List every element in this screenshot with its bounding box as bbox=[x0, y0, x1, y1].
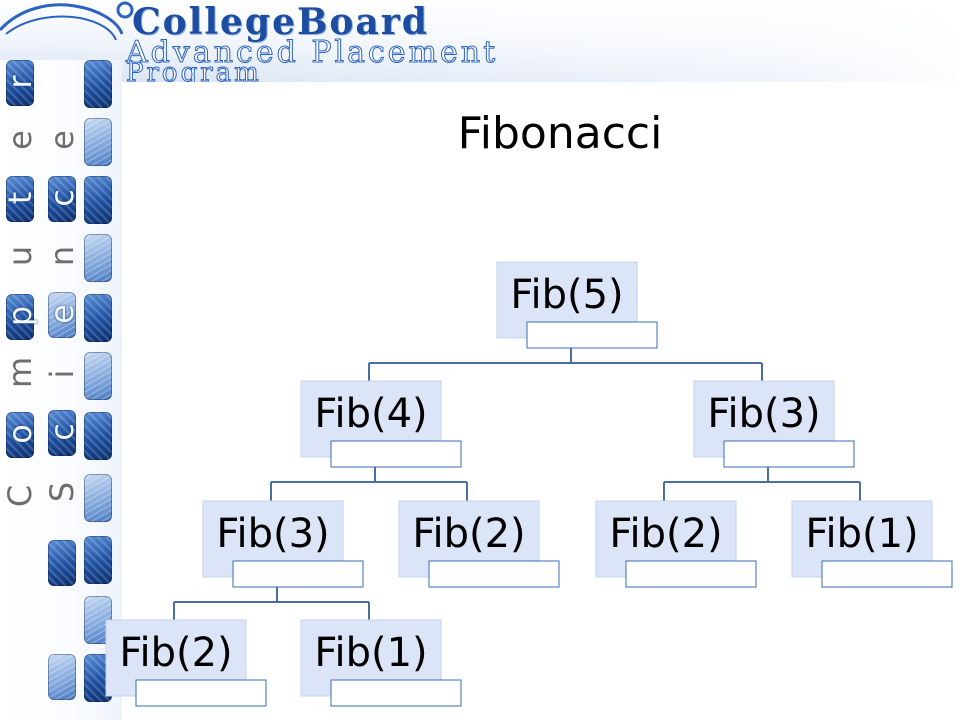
tree-node-sub-box bbox=[723, 440, 855, 468]
tree-node-sub-box bbox=[135, 679, 267, 707]
brand-name: CollegeBoard bbox=[132, 1, 429, 43]
sidebar-tile bbox=[84, 536, 112, 584]
tree-node: Fib(4) bbox=[300, 380, 462, 468]
sidebar-tile bbox=[84, 176, 112, 224]
sidebar-tile bbox=[6, 294, 34, 340]
tree-node-label: Fib(2) bbox=[412, 511, 525, 557]
tree-node-sub-box bbox=[428, 560, 560, 588]
tree-connectors bbox=[173, 346, 861, 620]
sidebar-tile bbox=[48, 292, 76, 338]
tree-node-sub-box bbox=[330, 679, 462, 707]
tree-node: Fib(2) bbox=[595, 500, 757, 588]
sidebar-tile bbox=[6, 60, 34, 106]
sidebar-tile bbox=[84, 412, 112, 460]
acorn-icon bbox=[0, 1, 134, 41]
tree-node: Fib(3) bbox=[693, 380, 855, 468]
slide-title: Fibonacci bbox=[457, 108, 663, 159]
sidebar-tile bbox=[84, 294, 112, 342]
tree-node-sub-box bbox=[330, 440, 462, 468]
tree-node-label: Fib(1) bbox=[805, 511, 918, 557]
sidebar-tile bbox=[84, 352, 112, 400]
tree-node: Fib(2) bbox=[398, 500, 560, 588]
tree-node: Fib(3) bbox=[202, 500, 364, 588]
tree-node: Fib(1) bbox=[791, 500, 953, 588]
tree-node-sub-box bbox=[821, 560, 953, 588]
sidebar-tile bbox=[48, 410, 76, 456]
tree-node-label: Fib(1) bbox=[314, 630, 427, 676]
tree-node-sub-box bbox=[625, 560, 757, 588]
sidebar-tile bbox=[84, 118, 112, 166]
sidebar-tile bbox=[48, 176, 76, 222]
sidebar-tile bbox=[6, 176, 34, 222]
sidebar-tile bbox=[48, 654, 76, 700]
brand-subtitle-line1: Advanced Placement bbox=[125, 35, 499, 70]
sidebar-tile bbox=[84, 474, 112, 522]
tree-node-label: Fib(4) bbox=[314, 391, 427, 437]
sidebar-tile bbox=[84, 60, 112, 108]
tree-node-label: Fib(3) bbox=[216, 511, 329, 557]
header-banner: CollegeBoard Advanced Placement Program bbox=[0, 0, 960, 82]
tree-node-label: Fib(3) bbox=[707, 391, 820, 437]
tree-node-sub-box bbox=[526, 321, 658, 349]
tree-node-label: Fib(2) bbox=[119, 630, 232, 676]
tree-node-sub-box bbox=[232, 560, 364, 588]
sidebar-tile bbox=[6, 412, 34, 458]
sidebar-tile bbox=[84, 234, 112, 282]
tree-node-label: Fib(2) bbox=[609, 511, 722, 557]
tree-node: Fib(2) bbox=[105, 619, 267, 707]
banner-gradient bbox=[0, 0, 960, 82]
tree-node: Fib(5) bbox=[496, 261, 658, 349]
tree-nodes: Fib(5) Fib(4) Fib(3) Fib(3) Fib(2) Fib(2) Fib(… bbox=[105, 261, 953, 707]
brand-subtitle-line2: Program bbox=[126, 58, 262, 83]
sidebar-tile bbox=[48, 540, 76, 586]
tree-node-label: Fib(5) bbox=[510, 272, 623, 318]
tree-node: Fib(1) bbox=[300, 619, 462, 707]
